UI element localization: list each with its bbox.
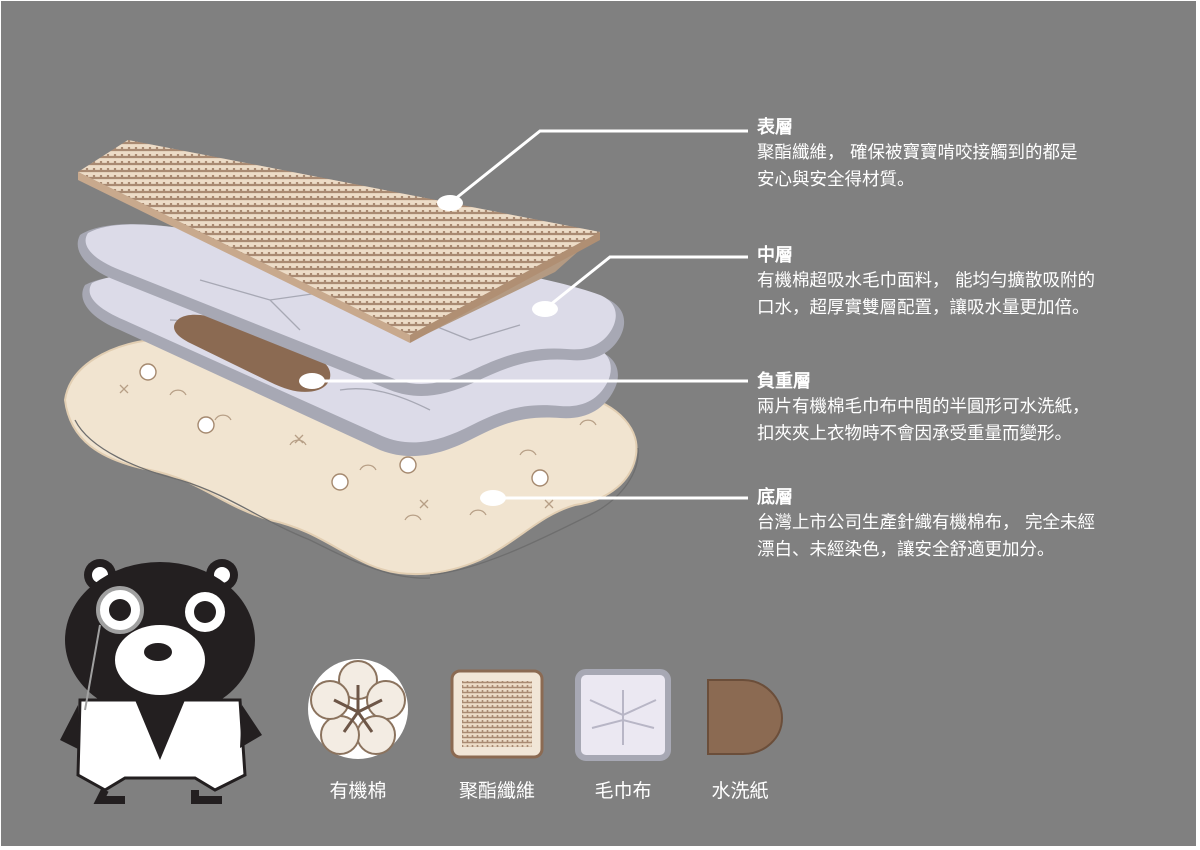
middle-layer-desc-line2: 口水，超厚實雙層配置，讓吸水量更加倍。 [757, 298, 1090, 318]
legend-label-washable-paper: 水洗紙 [711, 780, 769, 802]
callout-dots [299, 195, 558, 506]
cotton-flower-icon [308, 659, 408, 759]
legend-label-organic-cotton: 有機棉 [329, 780, 387, 802]
bear-mascot [60, 559, 262, 804]
surface-layer-desc-line2: 安心與安全得材質。 [757, 170, 915, 190]
washable-paper-icon [707, 679, 784, 755]
middle-layer-title: 中層 [757, 245, 793, 266]
top-polyester-layer [78, 140, 600, 343]
polyester-weave-icon [450, 669, 544, 759]
legend-label-polyester: 聚酯纖維 [458, 780, 535, 802]
washable-paper-shape [174, 314, 331, 392]
surface-layer-desc-line1: 聚酯纖維， 確保被寶寶啃咬接觸到的都是 [757, 143, 1078, 163]
callout-lines [312, 129, 748, 500]
weight-layer-desc-line1: 兩片有機棉毛巾布中間的半圓形可水洗紙， [757, 397, 1090, 417]
callout-bottom-layer: 底層 台灣上市公司生產針織有機棉布， 完全未經 漂白、未經染色，讓安全舒適更加分… [757, 486, 1095, 564]
weight-layer-desc-line2: 扣夾夾上衣物時不會因承受重量而變形。 [757, 424, 1072, 444]
towel-cloth-icon [575, 669, 671, 761]
bottom-layer-title: 底層 [757, 487, 793, 508]
legend-label-towel-cloth: 毛巾布 [594, 780, 652, 802]
bottom-layer-desc-line2: 漂白、未經染色，讓安全舒適更加分。 [757, 540, 1055, 560]
bottom-layer-desc-line1: 台灣上市公司生產針織有機棉布， 完全未經 [757, 513, 1096, 533]
callout-weight-layer: 負重層 兩片有機棉毛巾布中間的半圓形可水洗紙， 扣夾夾上衣物時不會因承受重量而變… [757, 370, 1090, 448]
callout-surface-layer: 表層 聚酯纖維， 確保被寶寶啃咬接觸到的都是 安心與安全得材質。 [757, 116, 1078, 194]
surface-layer-title: 表層 [757, 117, 793, 138]
callout-middle-layer: 中層 有機棉超吸水毛巾面料， 能均勻擴散吸附的 口水，超厚實雙層配置，讓吸水量更… [757, 244, 1095, 322]
weight-layer-title: 負重層 [757, 371, 811, 392]
middle-layer-desc-line1: 有機棉超吸水毛巾面料， 能均勻擴散吸附的 [757, 271, 1096, 291]
